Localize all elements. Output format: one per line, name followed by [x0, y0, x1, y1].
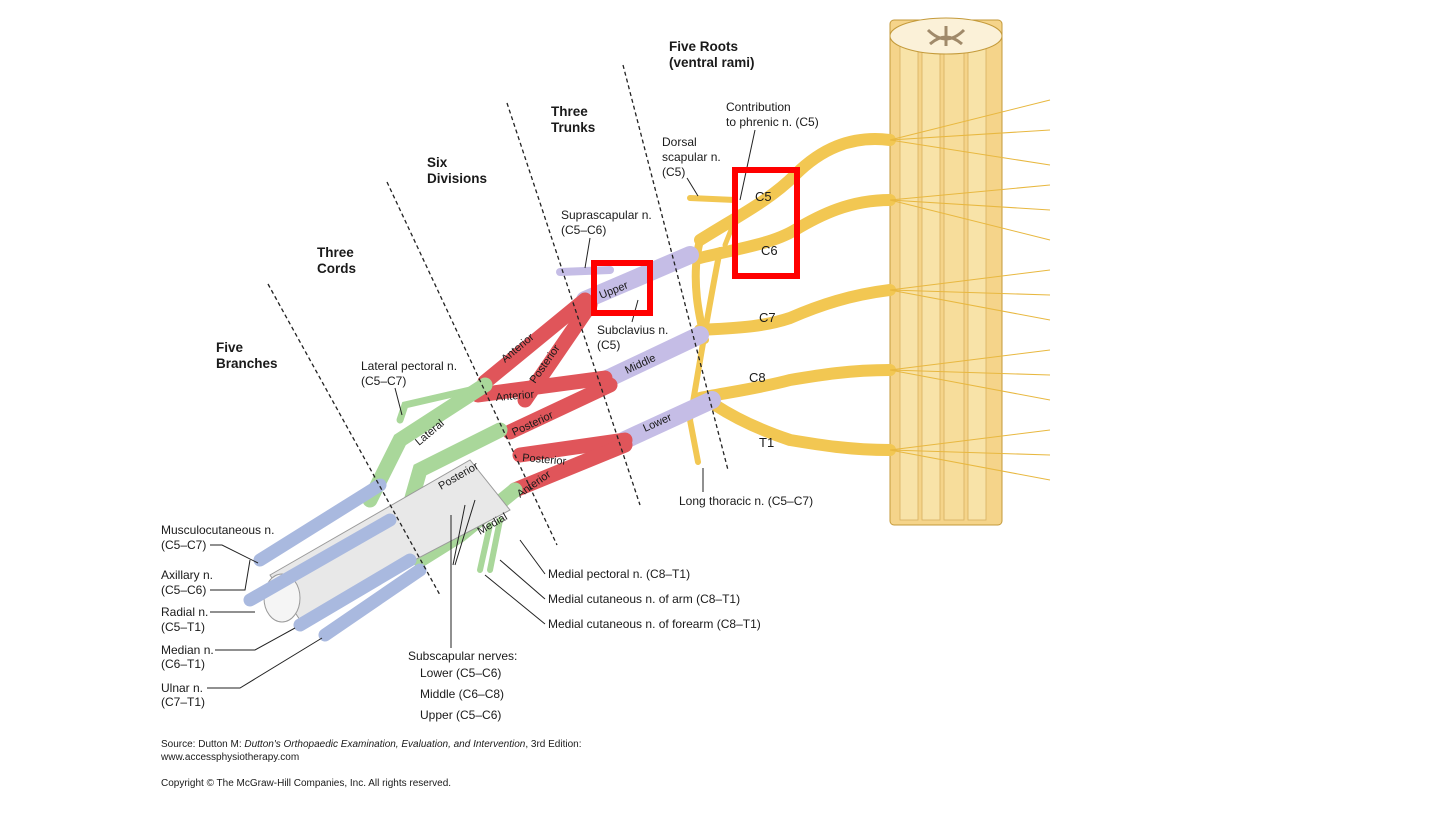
medial-pectoral-label: Medial pectoral n. (C8–T1)	[548, 567, 690, 581]
section-dividers	[267, 64, 729, 596]
header-cords: Cords	[317, 261, 356, 276]
axillary-leader	[210, 559, 251, 591]
phrenic-leader	[739, 129, 756, 201]
spinal-cord	[889, 17, 1003, 526]
median-label-line1: Median n.	[161, 643, 214, 657]
median-leader	[215, 627, 296, 651]
copyright: Copyright © The McGraw-Hill Companies, I…	[161, 778, 451, 789]
long-thoracic-label: Long thoracic n. (C5–C7)	[679, 494, 813, 508]
header-branches: Branches	[216, 356, 278, 371]
terminal-branches	[243, 478, 427, 642]
root-label-t1: T1	[759, 435, 774, 450]
header-six-divisions: Six	[427, 155, 448, 170]
dorsal-scapular-label-line3: (C5)	[662, 165, 685, 179]
phrenic-label-line2: to phrenic n. (C5)	[726, 115, 819, 129]
axillary-label-line2: (C5–C6)	[161, 583, 206, 597]
root-label-c6: C6	[761, 243, 778, 258]
division-label-middle-anterior: Anterior	[495, 389, 535, 404]
axillary-vessel	[263, 459, 511, 623]
subscapular-title: Subscapular nerves:	[408, 649, 517, 663]
dorsal-scapular-label-line1: Dorsal	[662, 135, 697, 149]
dorsal-scapular-leader	[686, 177, 699, 197]
lateral-pectoral-label-line2: (C5–C7)	[361, 374, 406, 388]
medial-cutaneous-arm-label: Medial cutaneous n. of arm (C8–T1)	[548, 592, 740, 606]
root-label-c8: C8	[749, 370, 766, 385]
medial-cutaneous-forearm-leader	[484, 574, 546, 625]
suprascapular-label-line2: (C5–C6)	[561, 223, 606, 237]
subscapular-upper: Upper (C5–C6)	[420, 708, 501, 722]
radial-label-line2: (C5–T1)	[161, 620, 205, 634]
musculocutaneous-label-line2: (C5–C7)	[161, 538, 206, 552]
header-three-cords: Three	[317, 245, 354, 260]
header-five-roots: Five Roots	[669, 39, 738, 54]
lateral-pectoral-label-line1: Lateral pectoral n.	[361, 359, 457, 373]
medial-cutaneous-forearm-label: Medial cutaneous n. of forearm (C8–T1)	[548, 617, 761, 631]
phrenic-label-line1: Contribution	[726, 100, 791, 114]
musculocutaneous-label-line1: Musculocutaneous n.	[161, 523, 274, 537]
subscapular-lower: Lower (C5–C6)	[420, 666, 501, 680]
root-label-c7: C7	[759, 310, 776, 325]
suprascapular-leader	[584, 237, 591, 269]
subclavius-label-line1: Subclavius n.	[597, 323, 668, 337]
medial-cutaneous-arm-leader	[499, 559, 546, 600]
division-label-lower-posterior: Posterior	[522, 452, 567, 468]
highlight-box-c5-c6	[732, 167, 800, 279]
header-ventral-rami: (ventral rami)	[669, 55, 755, 70]
header-divisions: Divisions	[427, 171, 487, 186]
ulnar-leader	[207, 637, 323, 689]
header-three-trunks: Three	[551, 104, 588, 119]
median-label-line2: (C6–T1)	[161, 657, 205, 671]
ulnar-label-line1: Ulnar n.	[161, 681, 203, 695]
subscapular-leader	[450, 499, 476, 648]
header-trunks: Trunks	[551, 120, 595, 135]
radial-label-line1: Radial n.	[161, 605, 208, 619]
root-label-c5: C5	[755, 189, 772, 204]
highlight-box-upper-trunk	[591, 260, 653, 316]
subclavius-label-line2: (C5)	[597, 338, 620, 352]
suprascapular-label-line1: Suprascapular n.	[561, 208, 652, 222]
dorsal-scapular-label-line2: scapular n.	[662, 150, 721, 164]
axillary-label-line1: Axillary n.	[161, 568, 213, 582]
medial-pectoral-leader	[519, 539, 546, 575]
roots	[686, 133, 896, 465]
ulnar-label-line2: (C7–T1)	[161, 695, 205, 709]
trunks	[556, 246, 721, 449]
subscapular-middle: Middle (C6–C8)	[420, 687, 504, 701]
root-fibers	[889, 99, 1051, 481]
lateral-pectoral-leader	[394, 387, 403, 416]
source-citation: Source: Dutton M: Dutton's Orthopaedic E…	[161, 739, 582, 750]
divisions	[470, 292, 633, 498]
header-five-branches: Five	[216, 340, 244, 355]
source-url: www.accessphysiotherapy.com	[160, 752, 299, 763]
musculocutaneous-leader	[210, 544, 259, 564]
